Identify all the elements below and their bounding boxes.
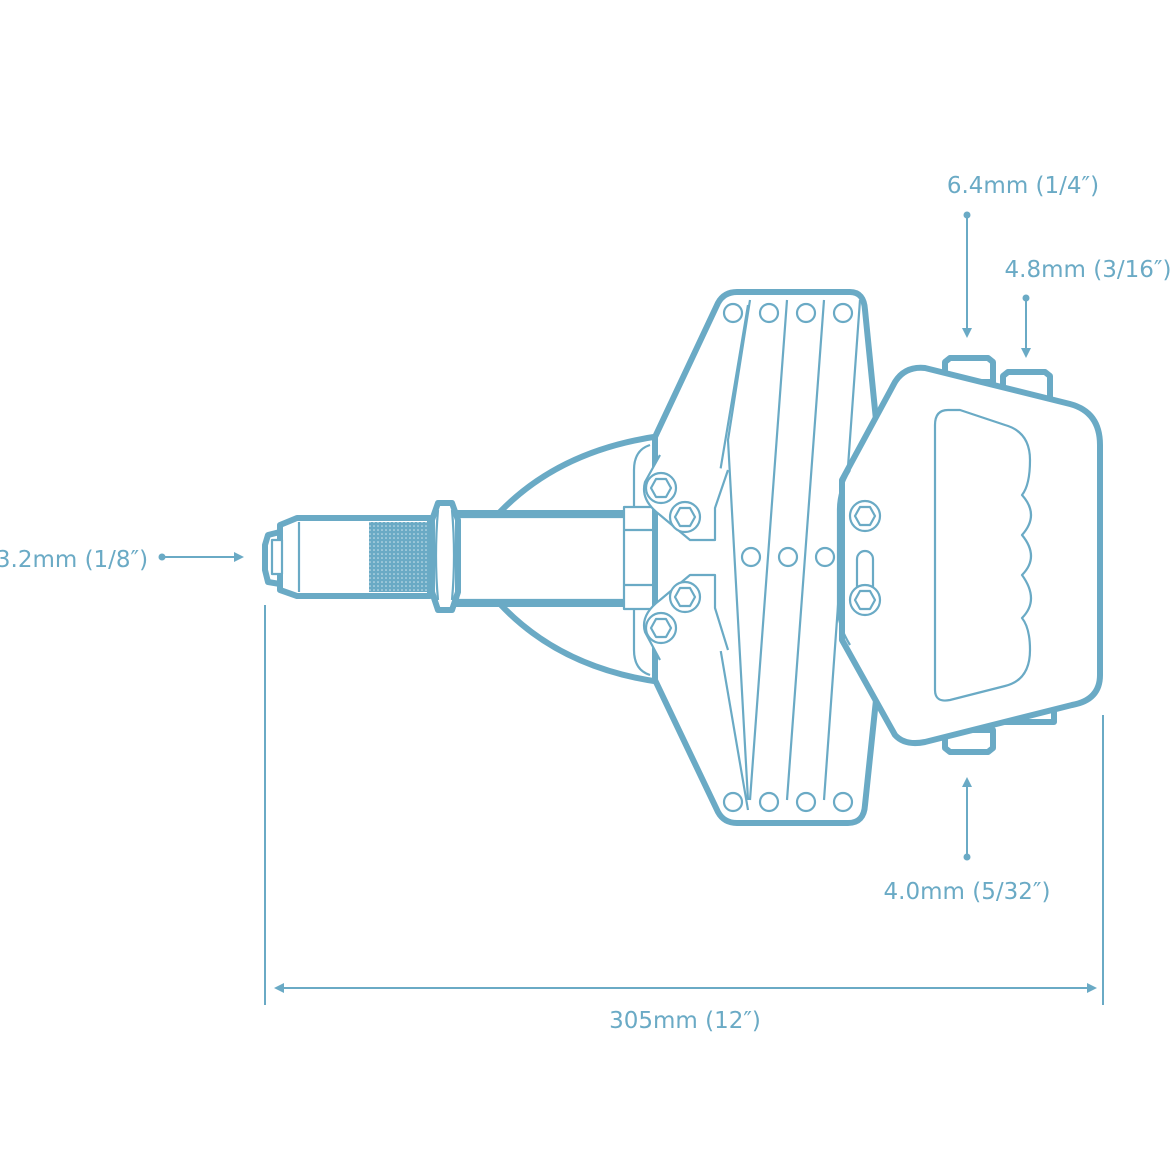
bottom-pivots — [722, 791, 854, 813]
center-pivots — [740, 546, 836, 568]
label-6-4mm: 6.4mm (1/4″) — [947, 173, 1099, 199]
head-inner-edge — [836, 469, 851, 646]
left-link-plate — [642, 454, 730, 661]
label-3-2mm: 3.2mm (1/8″) — [0, 547, 148, 573]
dim-overall-length — [264, 605, 1104, 1005]
tube-collar — [622, 505, 658, 611]
label-305mm: 305mm (12″) — [609, 1008, 761, 1034]
tube-inner — [456, 515, 630, 602]
top-pivots — [722, 302, 854, 324]
hex-bolts — [644, 471, 882, 645]
label-4-0mm: 4.0mm (5/32″) — [884, 879, 1051, 905]
grip-recess — [933, 408, 1033, 702]
dim-3-2-arrow — [158, 552, 244, 562]
nozzle-tip-inner — [270, 538, 284, 576]
dim-6-4-arrow — [962, 211, 972, 338]
dim-4-8-arrow — [1021, 294, 1031, 358]
label-4-8mm: 4.8mm (3/16″) — [1005, 257, 1170, 283]
knurled-grip — [369, 522, 427, 592]
dim-4-0-arrow — [962, 777, 972, 861]
